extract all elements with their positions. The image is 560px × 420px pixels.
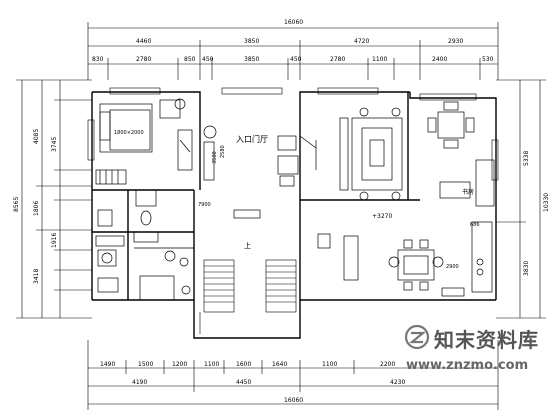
dim-left-3: 1806	[33, 201, 40, 216]
dim-left-4: 1916	[51, 233, 58, 248]
label-gap-dim: 686	[470, 222, 480, 228]
label-mid-dim: 7900	[198, 202, 211, 208]
dim-bottom-overall: 16060	[284, 397, 303, 404]
dim-top-1: 4460	[136, 38, 151, 45]
watermark-url: www.znzmo.com	[406, 358, 529, 373]
dim-bottom2-1: 4190	[132, 379, 147, 386]
dim-bottom-4: 1100	[204, 361, 219, 368]
label-study: 书房	[462, 188, 474, 196]
label-entrance-hall: 入口门厅	[236, 134, 268, 144]
dim-top-3: 4720	[354, 38, 369, 45]
dim-bottom-8: 2200	[380, 361, 395, 368]
dim-left-5: 3418	[33, 269, 40, 284]
dim-top2-10: 530	[482, 56, 494, 63]
dim-top-2: 3850	[244, 38, 259, 45]
dim-bottom-1: 1490	[100, 361, 115, 368]
dim-right-2: 3830	[523, 261, 530, 276]
dim-top2-2: 2780	[136, 56, 151, 63]
dim-right-outer: 10330	[543, 193, 550, 212]
dim-bottom-2: 1500	[138, 361, 153, 368]
dim-top-4: 2930	[448, 38, 463, 45]
dim-top2-3: 850	[184, 56, 196, 63]
dim-top2-6: 450	[290, 56, 302, 63]
dim-bottom2-3: 4230	[390, 379, 405, 386]
dim-top-overall: 16060	[284, 19, 303, 26]
label-entry-dim: 3500	[212, 151, 218, 164]
dim-left-1: 4085	[33, 129, 40, 144]
dim-left-outer: 8565	[13, 197, 20, 212]
dim-top2-5: 3850	[244, 56, 259, 63]
dim-top2-7: 2780	[330, 56, 345, 63]
dim-bottom-7: 1100	[322, 361, 337, 368]
dim-left-2: 3745	[51, 137, 58, 152]
dim-bottom2-2: 4450	[236, 379, 251, 386]
dim-bottom-6: 1640	[272, 361, 287, 368]
dim-bottom-5: 1600	[236, 361, 251, 368]
label-bed-size: 1800×2000	[114, 130, 144, 136]
label-kitchen-dim: 2900	[446, 264, 459, 270]
dim-top2-8: 1100	[372, 56, 387, 63]
dim-right-1: 5338	[523, 151, 530, 166]
label-stair: 上	[244, 241, 251, 250]
watermark-title: 知末资料库	[434, 328, 539, 352]
watermark: 知末资料库 www.znzmo.com	[398, 318, 548, 378]
dim-bottom-3: 1200	[172, 361, 187, 368]
dim-top2-9: 2400	[432, 56, 447, 63]
label-entry-dim2: 2580	[220, 145, 226, 158]
label-level: +3270	[372, 213, 392, 220]
dim-top2-4: 450	[202, 56, 214, 63]
dim-top2-1: 830	[92, 56, 104, 63]
znzmo-logo-icon	[404, 324, 430, 350]
